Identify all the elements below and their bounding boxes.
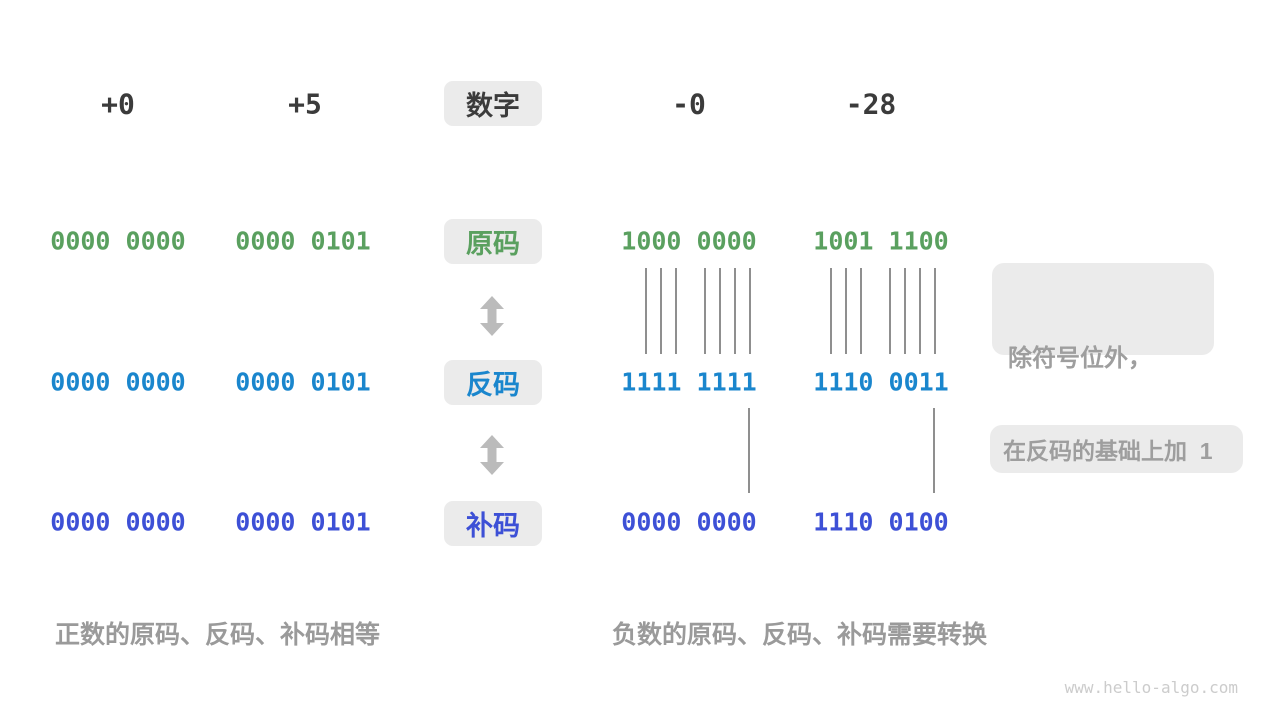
decimal-value-plus-5: +5 [288,87,322,121]
bit-connector-line [645,268,647,354]
label-twos-complement-text: 补码 [466,511,520,541]
sign-magnitude-col1: 0000 0000 [50,226,186,256]
label-number-box: 数字 [444,81,542,126]
updown-arrow-icon [480,296,504,336]
caption-negative-numbers: 负数的原码、反码、补码需要转换 [612,621,988,649]
watermark-url: www.hello-algo.com [1064,678,1238,697]
ones-complement-col2: 0000 0101 [235,367,371,397]
label-sign-magnitude-box: 原码 [444,219,542,264]
sign-magnitude-col4: 1001 1100 [813,226,949,256]
bit-connector-line [830,268,832,354]
note-flip-bits-line1: 除符号位外， [1008,345,1152,372]
label-ones-complement-box: 反码 [444,360,542,405]
bit-connector-line [660,268,662,354]
label-ones-complement-text: 反码 [466,370,520,400]
sign-magnitude-col2: 0000 0101 [235,226,371,256]
label-number-text: 数字 [466,91,520,121]
twos-complement-col3: 0000 0000 [621,507,757,537]
add-one-connector-line [933,408,935,493]
twos-complement-col4: 1110 0100 [813,507,949,537]
bit-connector-line [934,268,936,354]
twos-complement-col1: 0000 0000 [50,507,186,537]
sign-magnitude-col3: 1000 0000 [621,226,757,256]
bit-connector-line [919,268,921,354]
bit-connector-line [860,268,862,354]
ones-complement-col1: 0000 0000 [50,367,186,397]
updown-arrow-icon [480,435,504,475]
bit-connector-line [749,268,751,354]
label-sign-magnitude-text: 原码 [466,229,520,259]
label-twos-complement-box: 补码 [444,501,542,546]
caption-positive-numbers: 正数的原码、反码、补码相等 [55,621,381,649]
bit-connector-line [904,268,906,354]
note-flip-bits: 除符号位外， 对其余所有位取反 [992,263,1214,471]
bit-connector-line [889,268,891,354]
decimal-value-minus-28: -28 [845,87,897,121]
add-one-connector-line [748,408,750,493]
decimal-value-minus-0: -0 [672,87,706,121]
bit-connector-line [719,268,721,354]
twos-complement-col2: 0000 0101 [235,507,371,537]
ones-complement-col3: 1111 1111 [621,367,757,397]
bit-connector-line [734,268,736,354]
note-add-one-text: 在反码的基础上加 1 [1003,438,1213,464]
bit-connector-line [675,268,677,354]
decimal-value-plus-0: +0 [101,87,135,121]
ones-complement-col4: 1110 0011 [813,367,949,397]
bit-connector-line [704,268,706,354]
bit-connector-line [845,268,847,354]
note-add-one: 在反码的基础上加 1 [990,425,1243,473]
